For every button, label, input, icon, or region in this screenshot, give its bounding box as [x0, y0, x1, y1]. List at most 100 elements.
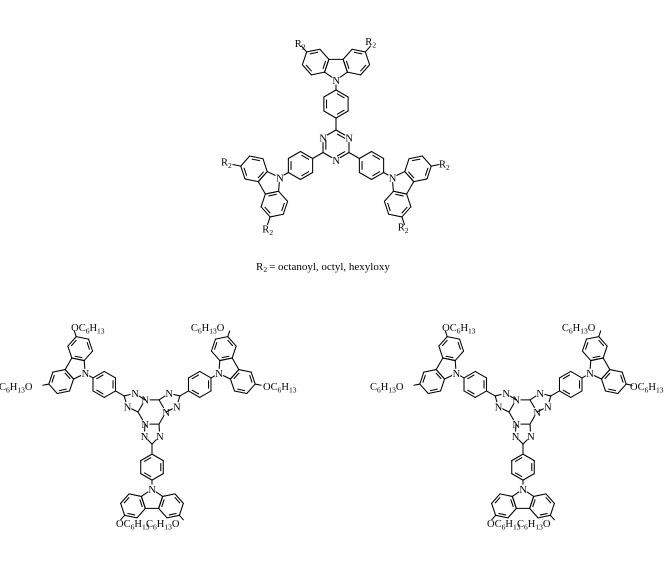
carbazole-benzo-double-bond	[408, 171, 415, 179]
carbazole-benzo-bond	[250, 371, 256, 385]
r2-label: R2	[262, 224, 273, 237]
phenyl-carbazole-bond	[89, 375, 94, 379]
carbazole-benzo-double-bond	[620, 374, 624, 383]
carbazole-nitrogen-label: N	[82, 369, 90, 380]
carbazole-benzo-bond	[210, 338, 216, 352]
carbazole-benzo-bond	[214, 336, 229, 340]
carbazole-pyrrole-bond	[266, 171, 276, 176]
carbazole-benzo-bond	[229, 378, 235, 392]
carbazole-benzo-bond	[511, 495, 517, 509]
carbazole-substituent-bond	[598, 330, 602, 338]
carbazole-benzo-bond	[529, 495, 535, 509]
carbazole-nitrogen-label: N	[389, 173, 397, 184]
carbazole-benzo-double-bond	[457, 342, 461, 350]
carbazole-substituent-bond	[120, 514, 126, 521]
phenyl-carbazole-bond	[460, 375, 465, 379]
triazolotriazine-right-triazole-nitrogen-label: N	[502, 389, 510, 400]
carbazole-benzo-double-bond	[257, 171, 264, 179]
phenylene-bond	[570, 370, 583, 379]
carbazole-pyrrole-bond	[64, 357, 73, 371]
carbazole-benzo-double-bond	[353, 51, 363, 55]
carbazole-pyrrole-bond	[602, 357, 611, 371]
carbazole-benzo-bond	[590, 357, 604, 362]
triazine-double-bond	[336, 133, 346, 139]
triazolotriazine-right-triazole-bond	[494, 395, 498, 403]
triazine-bond	[326, 129, 337, 136]
carbazole-benzo-double-bond	[441, 339, 448, 347]
carbazole-benzo-double-bond	[127, 512, 136, 516]
carbazole-benzo-bond	[438, 345, 444, 359]
triazolotriazine-left-triazole-bond	[151, 439, 157, 445]
hexyloxy-label: OC6H13	[630, 382, 664, 395]
triazolotriazine-right-core-bond	[508, 411, 515, 421]
triazine-phenyl-bond	[348, 151, 360, 160]
carbazole-benzo-double-bond	[70, 339, 77, 347]
phenylene-bond	[140, 473, 153, 481]
carbazole-benzo-bond	[351, 48, 366, 53]
carbazole-benzo-bond	[581, 350, 592, 362]
triazolotriazine-left-core-bond	[158, 415, 165, 425]
carbazole-benzo-bond	[360, 64, 371, 76]
phenylene-bond	[474, 370, 488, 379]
r2-label: R2	[439, 160, 450, 173]
carbazole-benzo-bond	[158, 495, 164, 509]
carbazole-benzo-double-bond	[237, 388, 246, 392]
triazolotriazine-right-triazole-nitrogen-label: N	[536, 389, 544, 400]
carbazole-benzo-bond	[88, 338, 94, 352]
carbazole-benzo-bond	[257, 171, 268, 183]
triazolotriazine-left-triazole-nitrogen-label: N	[131, 389, 139, 400]
hexyloxy-label: OC6H13	[442, 323, 476, 336]
triazolotriazine-left-triazole-nitrogen-label: N	[124, 402, 132, 413]
triazolotriazine-right-core-bond	[529, 399, 536, 409]
carbazole-benzo-bond	[83, 350, 94, 362]
phenylene-double-bond	[467, 374, 475, 380]
caption-r-definition: = octanoyl, octyl, hexyloxy	[269, 261, 390, 273]
carbazole-benzo-bond	[301, 51, 308, 66]
carbazole-benzo-bond	[491, 493, 501, 504]
carbazole-benzo-double-bond	[123, 497, 130, 504]
carbazole-nitrogen-label: N	[586, 369, 594, 380]
carbazole-benzo-double-bond	[360, 64, 367, 72]
carbazole-benzo-bond	[342, 58, 348, 73]
triazolotriazine-left-triazole-nitrogen-label: N	[156, 432, 164, 443]
carbazole-substituent-bond	[364, 45, 372, 53]
carbazole-benzo-double-bond	[545, 497, 552, 504]
carbazole-benzo-bond	[507, 507, 517, 519]
triazolotriazine-right-triazole-bond	[509, 395, 517, 401]
carbazole-benzo-bond	[124, 514, 138, 519]
carbazole-benzo-bond	[598, 336, 608, 347]
phenylene-bond	[103, 370, 117, 379]
carbazole-benzo-double-bond	[598, 339, 605, 347]
carbazole-benzo-bond	[346, 71, 362, 76]
phenylene-double-bond	[143, 472, 152, 478]
carbazole-benzo-bond	[260, 193, 266, 208]
carbazole-benzo-bond	[231, 345, 237, 359]
carbazole-benzo-double-bond	[435, 372, 442, 380]
phenylene-bond	[187, 390, 201, 398]
phenylene-bond	[370, 150, 385, 160]
carbazole-benzo-bond	[404, 171, 415, 183]
carbazole-substituent-bond	[42, 383, 50, 386]
carbazole-benzo-double-bond	[161, 499, 165, 508]
carbazole-benzo-bond	[262, 158, 268, 173]
caption-r-symbol: R	[256, 261, 264, 273]
carbazole-benzo-bond	[499, 493, 513, 497]
hexyloxy-label: C6H13O	[146, 519, 180, 532]
phenylene-double-bond	[514, 472, 523, 478]
phenyl-carbazole-bond	[210, 375, 215, 379]
carbazole-pyrrole-bond	[278, 181, 280, 192]
carbazole-pyrrole-bond	[526, 491, 535, 497]
carbazole-benzo-bond	[413, 178, 428, 183]
carbazole-benzo-bond	[52, 369, 66, 373]
carbazole-benzo-bond	[495, 514, 509, 519]
triazolotriazine-right-triazole-bond	[494, 393, 502, 397]
carbazole-benzo-double-bond	[494, 497, 501, 504]
carbazole-benzo-double-bond	[251, 158, 261, 162]
triazolotriazine-left-triazole-bond	[138, 395, 146, 401]
carbazole-benzo-bond	[67, 336, 77, 347]
carbazole-benzo-double-bond	[268, 193, 277, 197]
phenylene-bond	[474, 390, 488, 398]
phenylene-bond	[299, 150, 314, 160]
phenylene-double-bond	[372, 171, 381, 177]
carbazole-benzo-bond	[392, 190, 408, 195]
